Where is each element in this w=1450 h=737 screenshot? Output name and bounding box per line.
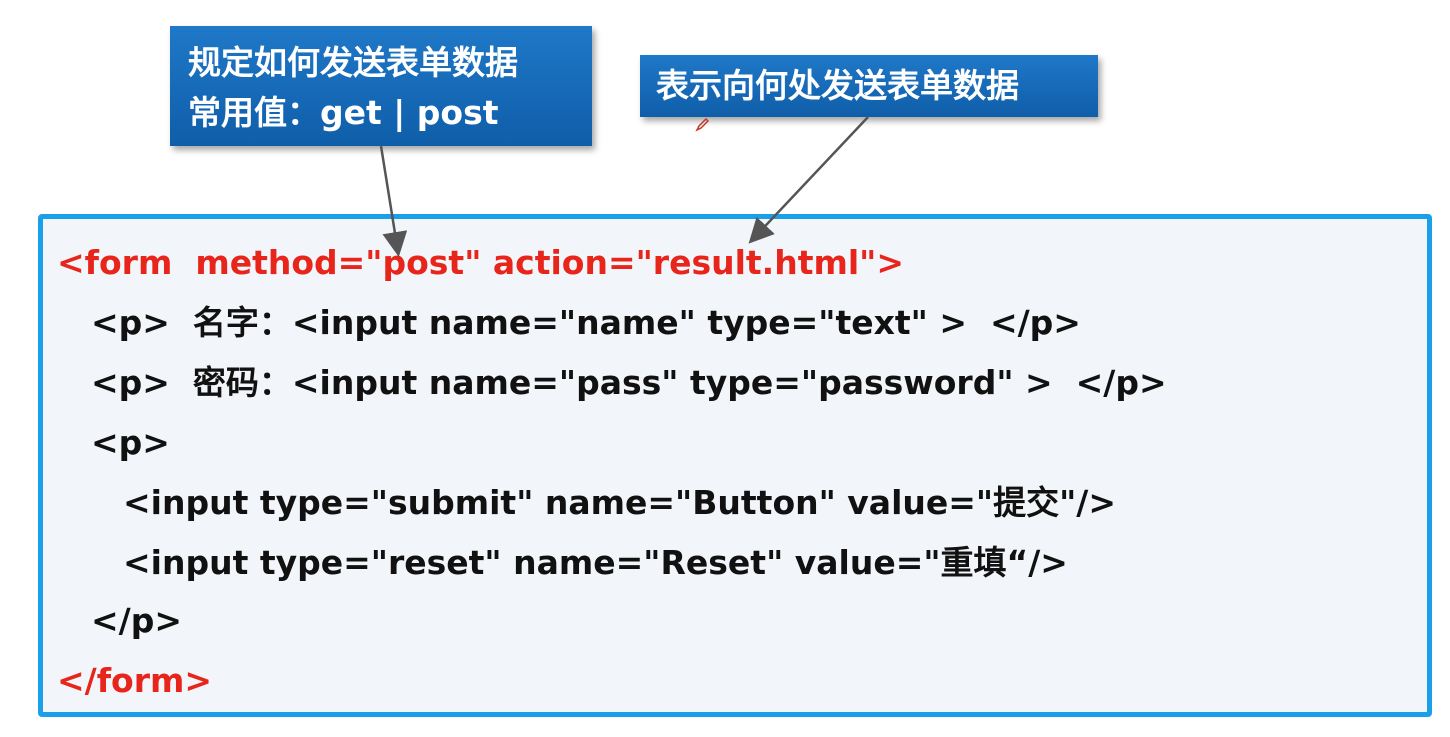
arrow-to-method [379, 145, 408, 257]
arrow-to-action [748, 116, 869, 244]
method-callout-line1: 规定如何发送表单数据 [188, 43, 518, 82]
code-line-form-open: <form method="post" action="result.html"… [57, 243, 905, 282]
action-callout: 表示向何处发送表单数据 [640, 55, 1098, 117]
code-line-reset-input: <input type="reset" name="Reset" value="… [123, 543, 1068, 582]
code-block: <form method="post" action="result.html"… [38, 214, 1432, 717]
method-callout-line2: 常用值：get | post [188, 93, 499, 132]
code-line-p-close: </p> [91, 601, 182, 640]
code-line-submit-input: <input type="submit" name="Button" value… [123, 483, 1116, 522]
pencil-cursor-icon [695, 118, 709, 132]
code-line-form-close: </form> [57, 661, 213, 700]
code-line-p-open: <p> [91, 423, 170, 462]
action-callout-text: 表示向何处发送表单数据 [656, 66, 1019, 105]
code-line-pass-input: <p> 密码：<input name="pass" type="password… [91, 363, 1167, 402]
code-line-name-input: <p> 名字：<input name="name" type="text" > … [91, 303, 1081, 342]
method-callout: 规定如何发送表单数据 常用值：get | post [170, 26, 592, 146]
